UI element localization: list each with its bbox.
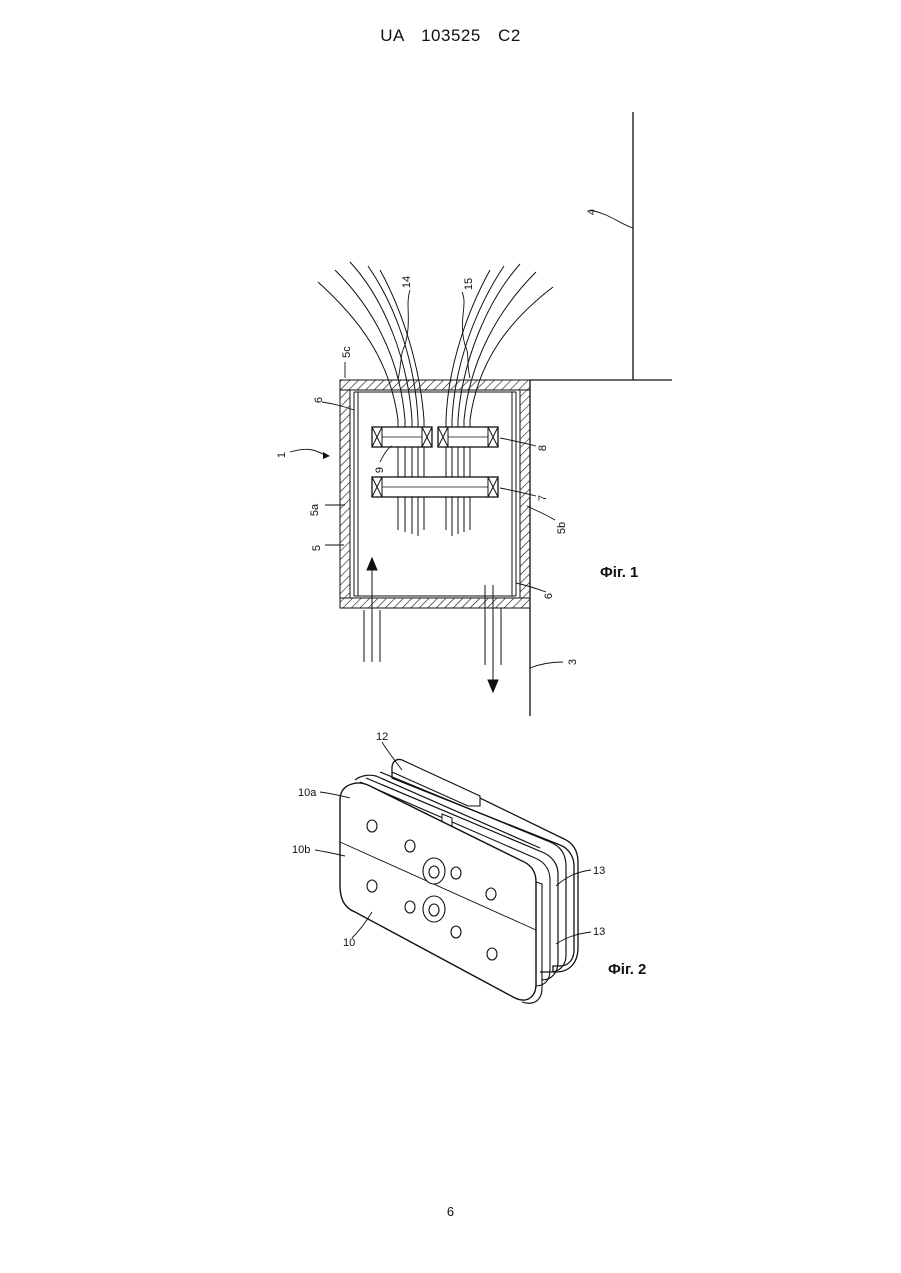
label-5b: 5b	[556, 522, 568, 534]
inlet-arrow	[364, 558, 380, 662]
label-10a: 10a	[298, 787, 317, 799]
figure-2: 12 10a 10b 10 13 13 Фіг. 2	[292, 731, 646, 1003]
label-10b: 10b	[292, 844, 310, 856]
label-5c: 5c	[341, 346, 353, 358]
label-4: 4	[586, 209, 598, 215]
label-6-top: 6	[313, 397, 325, 403]
label-14: 14	[401, 276, 413, 288]
label-9: 9	[374, 467, 386, 473]
label-12: 12	[376, 731, 388, 743]
label-1: 1	[276, 452, 288, 458]
label-10: 10	[343, 937, 355, 949]
label-5: 5	[311, 545, 323, 551]
label-3: 3	[567, 659, 579, 665]
coil-7	[372, 477, 498, 497]
coil-9	[372, 427, 432, 447]
page-number: 6	[0, 1204, 901, 1219]
figure-1-caption: Фіг. 1	[600, 564, 638, 581]
figure-1: 4 14 15 5c 6 1 9 8 7 5a 5b 5 6 3 Фіг. 1	[276, 112, 672, 716]
label-15: 15	[463, 278, 475, 290]
coil-8	[438, 427, 498, 447]
label-8: 8	[537, 445, 549, 451]
label-6-bottom: 6	[543, 593, 555, 599]
label-13-top: 13	[593, 865, 605, 877]
figure-2-caption: Фіг. 2	[608, 961, 646, 978]
label-7: 7	[537, 495, 549, 501]
label-13-bottom: 13	[593, 926, 605, 938]
label-5a: 5a	[309, 503, 321, 516]
